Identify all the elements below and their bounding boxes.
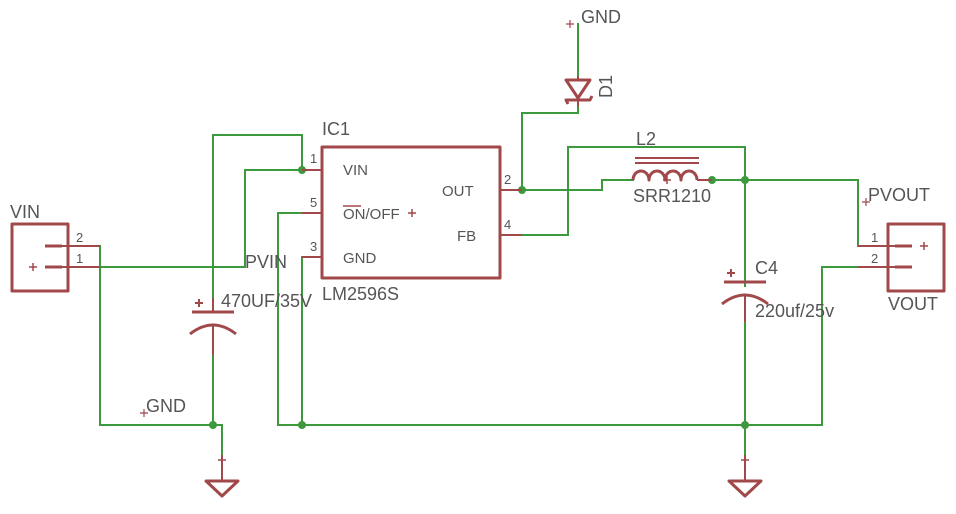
- net-label-gnd-left: GND: [146, 396, 186, 416]
- net-label-cross: [140, 409, 148, 417]
- wire-cin-vin: [212, 134, 303, 299]
- net-label-pvin: PVIN: [245, 252, 287, 272]
- inductor-origin-cross: [663, 176, 671, 184]
- cout-plus-sign: [727, 269, 735, 277]
- inductor-value: SRR1210: [633, 186, 711, 206]
- ground-origin-cross: [218, 456, 226, 464]
- diode-d1[interactable]: D1: [564, 75, 616, 106]
- vin-connector-ref: VIN: [10, 202, 40, 222]
- ic1-ref: IC1: [322, 119, 350, 139]
- ground-symbol-left: [204, 455, 240, 498]
- vout-connector-ref: VOUT: [888, 294, 938, 314]
- ic1-pin3-num: 3: [310, 239, 317, 254]
- ground-symbol-right: [727, 455, 763, 498]
- net-labels: GND GND PVIN PVOUT: [140, 7, 930, 417]
- vout-pin2-num: 2: [871, 251, 878, 266]
- cin-plus-sign: [195, 299, 203, 307]
- net-label-cross: [862, 198, 870, 206]
- ground-origin-cross: [741, 456, 749, 464]
- junction-dot: [298, 421, 306, 429]
- junction-dot: [741, 421, 749, 429]
- output-capacitor-c4[interactable]: C4 220uf/25v: [721, 258, 834, 322]
- ic1-pin4-num: 4: [504, 217, 511, 232]
- vout-plus-sign: [920, 242, 928, 250]
- wire-l-out: [711, 179, 881, 247]
- net-label-pvout: PVOUT: [868, 185, 930, 205]
- cout-ref: C4: [755, 258, 778, 278]
- vin-connector[interactable]: VIN 2 1: [10, 202, 100, 293]
- ic1-pin5-num: 5: [310, 195, 317, 210]
- wire-onoff: [277, 212, 303, 426]
- wire-vin-pvin: [69, 169, 303, 268]
- input-capacitor[interactable]: 470UF/35V: [189, 291, 312, 355]
- ic1-pin1-num: 1: [310, 151, 317, 166]
- ic1-lm2596s[interactable]: IC1 LM2596S 1 5 3 2 4 VIN ON/OFF GND OUT…: [302, 119, 522, 304]
- cout-value: 220uf/25v: [755, 301, 834, 321]
- junction-dot: [209, 421, 217, 429]
- inductor-ref: L2: [636, 129, 656, 149]
- diode-triangle: [564, 78, 592, 100]
- ic1-origin-cross: [408, 209, 416, 217]
- net-label-gnd-top: GND: [581, 7, 621, 27]
- vout-pin1-num: 1: [871, 230, 878, 245]
- ic1-part: LM2596S: [322, 284, 399, 304]
- vin-pin1-num: 1: [76, 251, 83, 266]
- ic1-pin-onoff: ON/OFF: [343, 206, 400, 223]
- wire-group: [69, 23, 881, 471]
- vout-connector-body: [886, 222, 946, 293]
- net-label-cross: [566, 20, 574, 28]
- ground-triangle: [204, 479, 240, 498]
- ic1-pin-out: OUT: [442, 183, 474, 200]
- wire-fb: [521, 146, 746, 236]
- wire-out-node: [521, 179, 634, 191]
- ic1-pin-fb: FB: [457, 228, 476, 245]
- inductor-coil: [631, 169, 699, 182]
- diode-ref: D1: [596, 75, 616, 98]
- vin-plus-sign: [29, 263, 37, 271]
- ic1-pin-vin: VIN: [343, 162, 368, 179]
- wire-vout-gnd: [821, 266, 881, 426]
- cin-value: 470UF/35V: [221, 291, 312, 311]
- inductor-l2[interactable]: L2 SRR1210: [631, 129, 712, 206]
- ic1-pin-gnd: GND: [343, 250, 377, 267]
- wire-diode: [521, 105, 579, 191]
- vout-connector[interactable]: VOUT 1 2: [858, 222, 946, 314]
- ground-triangle: [727, 479, 763, 498]
- vin-pin2-num: 2: [76, 230, 83, 245]
- ic1-pin2-num: 2: [504, 172, 511, 187]
- vin-connector-body: [10, 222, 70, 293]
- junction-dot: [741, 176, 749, 184]
